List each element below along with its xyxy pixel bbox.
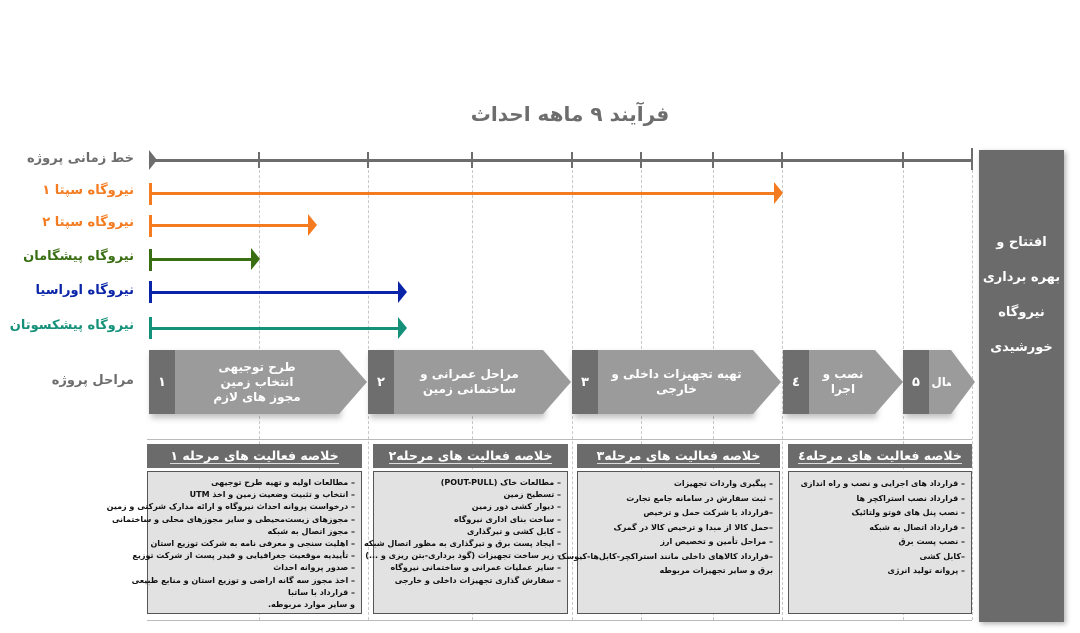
summary-item: – سفارش گذاری تجهیزات داخلی و خارجی xyxy=(394,575,561,585)
plant-label-pishgaman: نیروگاه پیشگامان xyxy=(23,249,134,264)
timeline-tick xyxy=(971,148,973,170)
plant-label-septa1: نیروگاه سپتا ۱ xyxy=(42,183,134,198)
timeline-tick xyxy=(712,152,714,168)
summary-item: – نصب پنل های فوتو ولتائیک xyxy=(851,508,965,517)
summary-title: خلاصه فعالیت های مرحله۲ xyxy=(388,448,553,464)
divider xyxy=(147,620,972,621)
timeline-start-marker xyxy=(149,150,157,170)
summary-item: و سایر موارد مربوطه. xyxy=(268,600,355,610)
summary-item: – انتخاب و تثبیت وضعیت زمین و اخذ UTM xyxy=(189,490,355,500)
plant-label-pishkesvatan: نیروگاه پیشکسوتان xyxy=(9,318,134,333)
timeline-tick xyxy=(781,152,783,168)
phase-number: ۱ xyxy=(149,350,175,414)
summary-item: – صدور پروانه احداث xyxy=(273,563,355,573)
summary-item: – قرارداد با ساتبا xyxy=(287,587,355,597)
grid-line xyxy=(782,160,783,620)
summary-item: – دیوار کشی دور زمین xyxy=(471,502,561,512)
summary-list: – مطالعات خاک (POUT-PULL) – تسطیح زمین – د… xyxy=(363,471,568,614)
summary-item: – قرارداد نصب استراکچر ها xyxy=(856,493,965,503)
plant-label-eurasia: نیروگاه اوراسیا xyxy=(35,283,134,298)
divider xyxy=(147,439,972,440)
timeline-tick xyxy=(640,152,642,168)
phases-label: مراحل پروژه xyxy=(51,373,134,388)
opening-line: نیروگاه xyxy=(998,305,1045,320)
plant-bar-septa2 xyxy=(150,224,308,227)
phase-2: ۲ مراحل عمرانی و ساختمانی زمین xyxy=(368,350,571,414)
phase-5: ۵ اتصال xyxy=(903,350,975,414)
summary-item: – ثبت سفارش در سامانه جامع تجارت xyxy=(626,493,773,503)
plant-bar-eurasia xyxy=(150,291,398,294)
summary-item: – قرارداد اتصال به شبکه xyxy=(869,522,965,532)
phase-text: تهیه تجهیزات داخلی و خارجی xyxy=(611,367,742,396)
summary-item: –قرارداد کالاهای داخلی مانند استراکچر-کا… xyxy=(558,551,773,561)
phase-3: ۳ تهیه تجهیزات داخلی و خارجی xyxy=(572,350,781,414)
summary-item: – مطالعات خاک (POUT-PULL) xyxy=(440,478,561,487)
summary-item: – اخذ مجوز سه گانه اراضی و توزیع استان و… xyxy=(131,575,355,585)
summary-item: – پیگیری واردات تجهیزات xyxy=(673,479,773,488)
timeline-axis xyxy=(150,159,972,162)
arrow-icon xyxy=(774,182,783,204)
phase-number: ۲ xyxy=(368,350,394,414)
summary-item: –کابل کشی xyxy=(919,551,965,561)
summary-item: –قرارداد با شرکت حمل و ترخیص xyxy=(643,508,773,517)
arrow-icon xyxy=(251,248,260,270)
summary-list: – قرارداد های اجرایی و نصب و راه اندازی –… xyxy=(788,471,972,614)
arrow-icon xyxy=(398,281,407,303)
summary-item: – درخواست پروانه احداث نیروگاه و ارائه م… xyxy=(106,502,355,512)
summary-phase-1: خلاصه فعالیت های مرحله ۱ – مطالعات اولیه… xyxy=(106,444,362,614)
summary-item: – تأییدیه موقعیت جغرافیایی و فیدر پست از… xyxy=(132,551,355,561)
phase-1: ۱ طرح توجیهی انتخاب زمین مجوز های لازم xyxy=(149,350,367,414)
summary-item: – ایجاد پست برق و تیرگذاری به مظور اتصال… xyxy=(363,539,561,549)
summary-phase-2: خلاصه فعالیت های مرحله۲ – مطالعات خاک (P… xyxy=(363,444,568,614)
summary-item: – پروانه تولید انرژی xyxy=(887,566,965,575)
arrow-icon xyxy=(398,317,407,339)
summary-item: – کابل کشی و تیرگذاری xyxy=(467,526,561,536)
summary-item: – مجوزهای زیست‌محیطی و سایر مجوزهای محلی… xyxy=(111,514,355,524)
plant-bar-septa1 xyxy=(150,192,774,195)
opening-panel: افتتاح و بهره برداری نیروگاه خورشیدی xyxy=(979,150,1064,622)
summary-item: –حمل کالا از مبدا و ترخیص کالا در گمرک xyxy=(613,522,774,532)
plant-bar-pishkesvatan xyxy=(150,327,398,330)
opening-line: افتتاح و xyxy=(996,235,1047,250)
opening-line: بهره برداری xyxy=(982,270,1061,285)
summary-item: – مجوز اتصال به شبکه xyxy=(267,526,355,536)
summary-item: – ساخت بنای اداری نیروگاه xyxy=(454,514,561,524)
arrow-icon xyxy=(308,214,317,236)
phase-text: مراحل عمرانی و ساختمانی زمین xyxy=(420,367,519,396)
summary-list: – پیگیری واردات تجهیزات – ثبت سفارش در سا… xyxy=(558,471,780,614)
plant-bar-pishgaman xyxy=(150,258,251,261)
summary-item: – قرارداد های اجرایی و نصب و راه اندازی xyxy=(800,479,965,488)
summary-item: – سایر عملیات عمرانی و ساختمانی نیروگاه xyxy=(390,563,561,573)
phase-number: ٤ xyxy=(783,350,809,414)
summary-list: – مطالعات اولیه و تهیه طرح توجیهی – انتخا… xyxy=(106,471,362,614)
timeline-tick xyxy=(902,152,904,168)
phase-text: طرح توجیهی انتخاب زمین مجوز های لازم xyxy=(213,359,301,404)
plant-label-septa2: نیروگاه سپتا ۲ xyxy=(42,215,134,230)
page-title: فرآیند ۹ ماهه احداث xyxy=(470,102,670,126)
summary-item: – زیر ساخت تجهیزات (گود برداری-بتن ریزی … xyxy=(365,551,561,561)
summary-item: – تسطیح زمین xyxy=(503,490,561,500)
summary-title: خلاصه فعالیت های مرحله۳ xyxy=(596,448,761,464)
opening-line: خورشیدی xyxy=(990,340,1053,355)
summary-item: برق و سایر تجهیزات مربوطه xyxy=(659,566,773,575)
timeline-tick xyxy=(258,152,260,168)
phase-4: ٤ نصب و اجرا xyxy=(783,350,903,414)
timeline-tick xyxy=(367,152,369,168)
timeline-tick xyxy=(571,152,573,168)
phase-text: نصب و اجرا xyxy=(822,367,864,396)
timeline-tick xyxy=(471,152,473,168)
phase-number: ۳ xyxy=(572,350,598,414)
summary-phase-4: خلاصه فعالیت های مرحله٤ – قرارداد های اج… xyxy=(788,444,972,614)
summary-item: – مطالعات اولیه و تهیه طرح توجیهی xyxy=(211,478,355,487)
summary-item: – اهلیت سنجی و معرفی نامه به شرکت توزیع … xyxy=(150,539,355,549)
summary-phase-3: خلاصه فعالیت های مرحله۳ – پیگیری واردات … xyxy=(558,444,780,614)
summary-item: – مراحل تأمین و تخصیص ارز xyxy=(660,537,773,546)
phase-number: ۵ xyxy=(903,350,929,414)
summary-item: – نصب پست برق xyxy=(898,537,965,546)
summary-title: خلاصه فعالیت های مرحله ۱ xyxy=(170,448,339,464)
summary-title: خلاصه فعالیت های مرحله٤ xyxy=(798,448,962,464)
timeline-label: خط زمانی پروژه xyxy=(27,151,134,166)
